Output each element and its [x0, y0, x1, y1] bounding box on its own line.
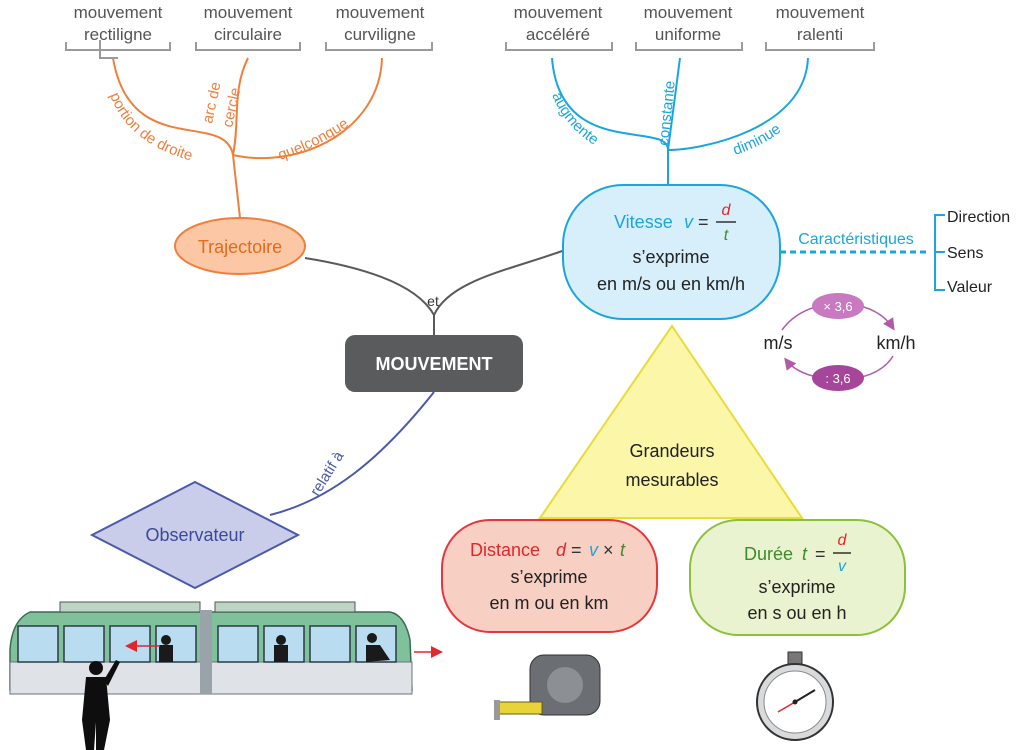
vitesse-var-v: v [684, 212, 694, 232]
main-connectors [304, 249, 566, 335]
unit-kmh: km/h [876, 333, 915, 353]
vitesse-num: d [722, 202, 732, 219]
vtype-2-line1: mouvement [644, 3, 733, 22]
person-waving-icon [82, 660, 120, 750]
grandeurs-node[interactable]: Grandeurs mesurables [538, 324, 804, 519]
distance-line2: s’exprime [510, 567, 587, 587]
observateur-label: Observateur [145, 525, 244, 545]
type-2-line1: mouvement [204, 3, 293, 22]
trajectoire-node[interactable]: Trajectoire [174, 217, 306, 275]
multiply-label: × 3,6 [823, 299, 852, 314]
vtype-3-line2: ralenti [797, 25, 843, 44]
trajectoire-label: Trajectoire [198, 237, 282, 257]
distance-line3: en m ou en km [489, 593, 608, 613]
observer-connector [269, 391, 435, 516]
duree-line2: s’exprime [758, 577, 835, 597]
mouvement-node[interactable]: MOUVEMENT [345, 335, 523, 392]
multiply-badge [812, 293, 864, 319]
type-3-line1: mouvement [336, 3, 425, 22]
duree-line3: en s ou en h [747, 603, 846, 623]
distance-times: × [603, 540, 614, 560]
mouvement-label: MOUVEMENT [376, 354, 493, 374]
vtype-2-line2: uniforme [655, 25, 721, 44]
distance-var-t: t [620, 540, 626, 560]
tape-measure-icon [494, 654, 601, 720]
vtype-3-line1: mouvement [776, 3, 865, 22]
distance-word: Distance [470, 540, 540, 560]
vtype-1-line1: mouvement [514, 3, 603, 22]
label-cercle: cercle [219, 86, 244, 129]
observateur-node[interactable]: Observateur [89, 480, 301, 590]
trajectoire-branches [99, 40, 383, 219]
distance-node[interactable]: Distance d = v × t s’exprime en m ou en … [441, 519, 658, 633]
distance-var-d: d [556, 540, 567, 560]
vitesse-line3: en m/s ou en km/h [597, 274, 745, 294]
divide-label: : 3,6 [825, 371, 850, 386]
caracteristiques-bracket [934, 214, 945, 291]
duree-word: Durée [744, 544, 793, 564]
type-3-line2: curviligne [344, 25, 416, 44]
grandeurs-line1: Grandeurs [629, 441, 714, 461]
duree-var-t: t [802, 544, 808, 564]
carac-valeur: Valeur [947, 279, 993, 296]
vtype-1-line2: accéléré [526, 25, 590, 44]
divide-badge [812, 365, 864, 391]
duree-den: v [838, 558, 847, 575]
distance-eq: = [571, 540, 582, 560]
stopwatch-icon [756, 651, 834, 741]
caracteristiques-label: Caractéristiques [798, 231, 914, 248]
type-1-line2: rectiligne [84, 25, 152, 44]
trajectoire-branch-labels: portion de droite arc de cercle quelconq… [106, 81, 351, 165]
conversion-cycle: × 3,6 : 3,6 m/s km/h [764, 293, 916, 391]
grandeurs-line2: mesurables [625, 470, 718, 490]
vitesse-branches [551, 57, 809, 190]
caracteristiques-items: Direction Sens Valeur [947, 209, 1010, 296]
distance-var-v: v [589, 540, 599, 560]
duree-eq: = [815, 544, 826, 564]
vitesse-word: Vitesse [614, 212, 673, 232]
vitesse-node[interactable]: Vitesse v = d t s’exprime en m/s ou en k… [562, 184, 781, 320]
type-2-line2: circulaire [214, 25, 282, 44]
vitesse-den: t [724, 227, 729, 244]
duree-num: d [838, 532, 848, 549]
label-constante: constante [655, 80, 679, 146]
carac-sens: Sens [947, 245, 983, 262]
type-1-line1: mouvement [74, 3, 163, 22]
unit-ms: m/s [764, 333, 793, 353]
label-portion-droite: portion de droite [106, 90, 194, 164]
carac-direction: Direction [947, 209, 1010, 226]
vitesse-eq: = [698, 212, 709, 232]
label-augmente: augmente [548, 90, 601, 149]
type-brackets [65, 42, 875, 51]
connector-et: et [427, 293, 439, 309]
vitesse-line2: s’exprime [632, 247, 709, 267]
label-quelconque: quelconque [276, 115, 352, 164]
trajectoire-types: mouvement rectiligne mouvement circulair… [74, 3, 865, 44]
duree-node[interactable]: Durée t = d v s’exprime en s ou en h [689, 519, 906, 636]
tram-icon [9, 601, 443, 695]
